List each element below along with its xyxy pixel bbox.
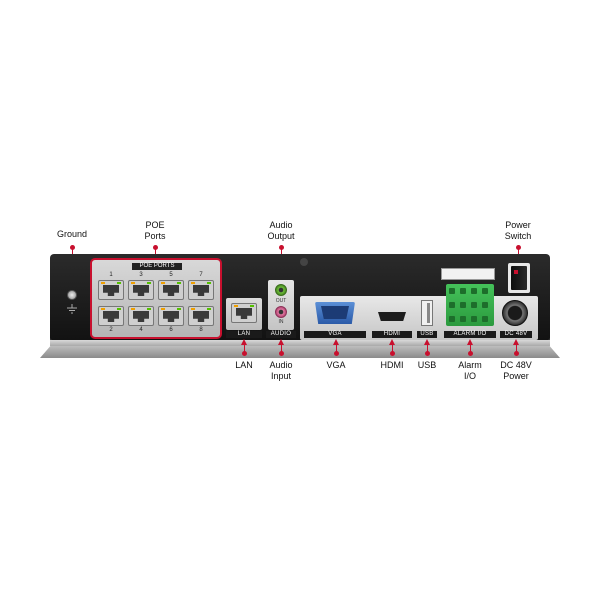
callout-hdmi: HDMI (380, 360, 404, 370)
ground-icon (67, 304, 77, 314)
callout-power-switch: Power Switch (504, 220, 532, 241)
power-switch-indicator (514, 270, 518, 274)
arrow-hdmi-line (392, 344, 393, 353)
poe-port-8[interactable] (188, 306, 214, 326)
poe-num-2: 2 (109, 327, 113, 333)
vga-port-inner (321, 306, 349, 319)
callout-vga: VGA (326, 360, 346, 370)
usb-panel-label: USB (417, 331, 437, 338)
callout-audio-output: Audio Output (267, 220, 295, 241)
arrow-alarm-io-dot (468, 351, 473, 356)
hdmi-panel-label: HDMI (372, 331, 412, 338)
arrow-lan-line (244, 344, 245, 353)
callout-alarm-io: Alarm I/O (458, 360, 482, 381)
chassis-lower-trim (50, 340, 550, 346)
callout-poe-ports: POE Ports (144, 220, 166, 241)
poe-num-6: 6 (169, 327, 173, 333)
arrow-audio-in-line (281, 344, 282, 353)
chassis-base (40, 346, 560, 358)
lan-panel-label: LAN (226, 331, 262, 338)
audio-in-label: IN (278, 319, 284, 325)
audio-out-jack[interactable] (275, 284, 287, 296)
alarm-io-panel-label: ALARM I/O (444, 331, 496, 338)
poe-port-5[interactable] (158, 280, 184, 300)
poe-port-6[interactable] (158, 306, 184, 326)
callout-lan: LAN (235, 360, 253, 370)
arrow-audio-in-dot (279, 351, 284, 356)
arrow-lan-tip (241, 339, 247, 345)
arrow-dc-tip (513, 339, 519, 345)
callout-audio-input: Audio Input (269, 360, 293, 381)
poe-num-1: 1 (109, 272, 113, 278)
arrow-dc-line (516, 344, 517, 353)
lan-port[interactable] (231, 303, 257, 323)
dc-power-jack[interactable] (502, 300, 528, 326)
callout-dc-power: DC 48V Power (500, 360, 532, 381)
audio-in-jack[interactable] (275, 306, 287, 318)
poe-num-8: 8 (199, 327, 203, 333)
arrow-usb-line (427, 344, 428, 353)
alarm-io-header (441, 268, 495, 280)
dc-48v-panel-label: DC 48V (500, 331, 532, 338)
arrow-audio-in-tip (278, 339, 284, 345)
poe-port-4[interactable] (128, 306, 154, 326)
arrow-vga-line (336, 344, 337, 353)
arrow-hdmi-tip (389, 339, 395, 345)
hdmi-port[interactable] (378, 312, 406, 321)
arrow-usb-tip (424, 339, 430, 345)
poe-port-1[interactable] (98, 280, 124, 300)
arrow-vga-dot (334, 351, 339, 356)
poe-num-7: 7 (199, 272, 203, 278)
poe-port-3[interactable] (128, 280, 154, 300)
callout-usb: USB (417, 360, 437, 370)
arrow-hdmi-dot (390, 351, 395, 356)
arrow-alarm-io-tip (467, 339, 473, 345)
poe-ports-group: POE PORTS 1 3 5 7 2 4 6 8 (90, 258, 222, 339)
arrow-vga-tip (333, 339, 339, 345)
poe-num-4: 4 (139, 327, 143, 333)
poe-ports-label: POE PORTS (132, 263, 182, 270)
callout-ground: Ground (56, 229, 88, 239)
audio-out-label: OUT (275, 298, 287, 304)
arrow-alarm-io-line (470, 344, 471, 353)
poe-port-7[interactable] (188, 280, 214, 300)
audio-panel-label: AUDIO (266, 331, 296, 338)
poe-num-3: 3 (139, 272, 143, 278)
arrow-usb-dot (425, 351, 430, 356)
vga-panel-label: VGA (304, 331, 366, 338)
arrow-power-switch-line (518, 247, 519, 259)
chassis-top-knob (300, 258, 308, 266)
usb-port-tongue (427, 303, 430, 323)
arrow-lan-dot (242, 351, 247, 356)
poe-num-5: 5 (169, 272, 173, 278)
arrow-dc-dot (514, 351, 519, 356)
alarm-io-terminal-screws (449, 288, 488, 322)
poe-port-2[interactable] (98, 306, 124, 326)
ground-screw (67, 290, 77, 300)
